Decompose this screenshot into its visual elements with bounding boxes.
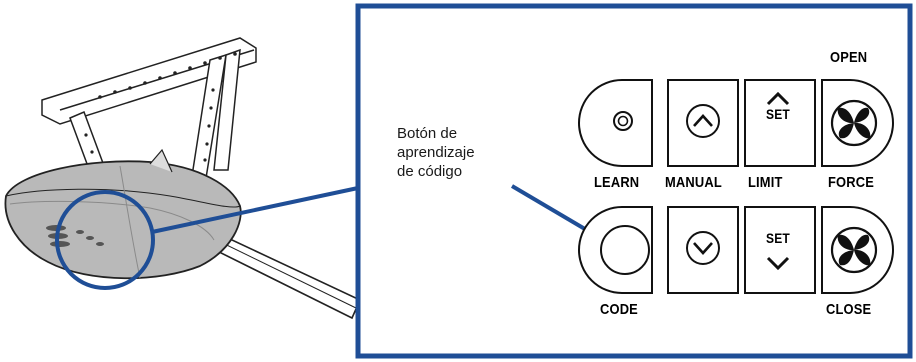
propeller-icon — [830, 226, 878, 274]
caret-down-icon — [766, 256, 790, 271]
learn-button[interactable] — [578, 79, 653, 167]
label-manual: MANUAL — [665, 174, 722, 191]
set-up-label: SET — [766, 106, 790, 122]
propeller-icon — [830, 99, 878, 147]
caret-up-icon — [766, 91, 790, 106]
limit-down-button[interactable] — [744, 206, 816, 294]
circle-icon — [600, 225, 650, 275]
bracket-holes — [84, 52, 237, 170]
chevron-up-icon — [686, 104, 720, 138]
set-down-label: SET — [766, 230, 790, 246]
callout-line-3: de código — [397, 163, 463, 180]
label-code: CODE — [600, 301, 638, 318]
target-icon — [613, 111, 633, 131]
zoom-connector — [151, 186, 359, 234]
label-limit: LIMIT — [748, 174, 783, 191]
force-up-button[interactable] — [821, 79, 894, 167]
manual-up-button[interactable] — [667, 79, 739, 167]
label-close: CLOSE — [826, 301, 872, 318]
label-force: FORCE — [828, 174, 875, 191]
force-down-button[interactable] — [821, 206, 894, 294]
chevron-down-icon — [686, 231, 720, 265]
motor-housing — [4, 148, 242, 280]
label-learn: LEARN — [594, 174, 640, 191]
code-button[interactable] — [578, 206, 653, 294]
vent-slots — [46, 225, 104, 247]
code-button-callout: Botón de aprendizaje de código — [397, 124, 507, 181]
callout-line-1: Botón de — [397, 125, 458, 142]
panel-frame — [355, 3, 913, 359]
garage-door-opener-illustration — [4, 37, 362, 320]
callout-line-2: aprendizaje — [397, 144, 475, 161]
mounting-bracket — [41, 37, 257, 189]
limit-up-button[interactable] — [744, 79, 816, 167]
zoom-circle — [55, 190, 155, 290]
label-open: OPEN — [830, 49, 868, 66]
manual-down-button[interactable] — [667, 206, 739, 294]
